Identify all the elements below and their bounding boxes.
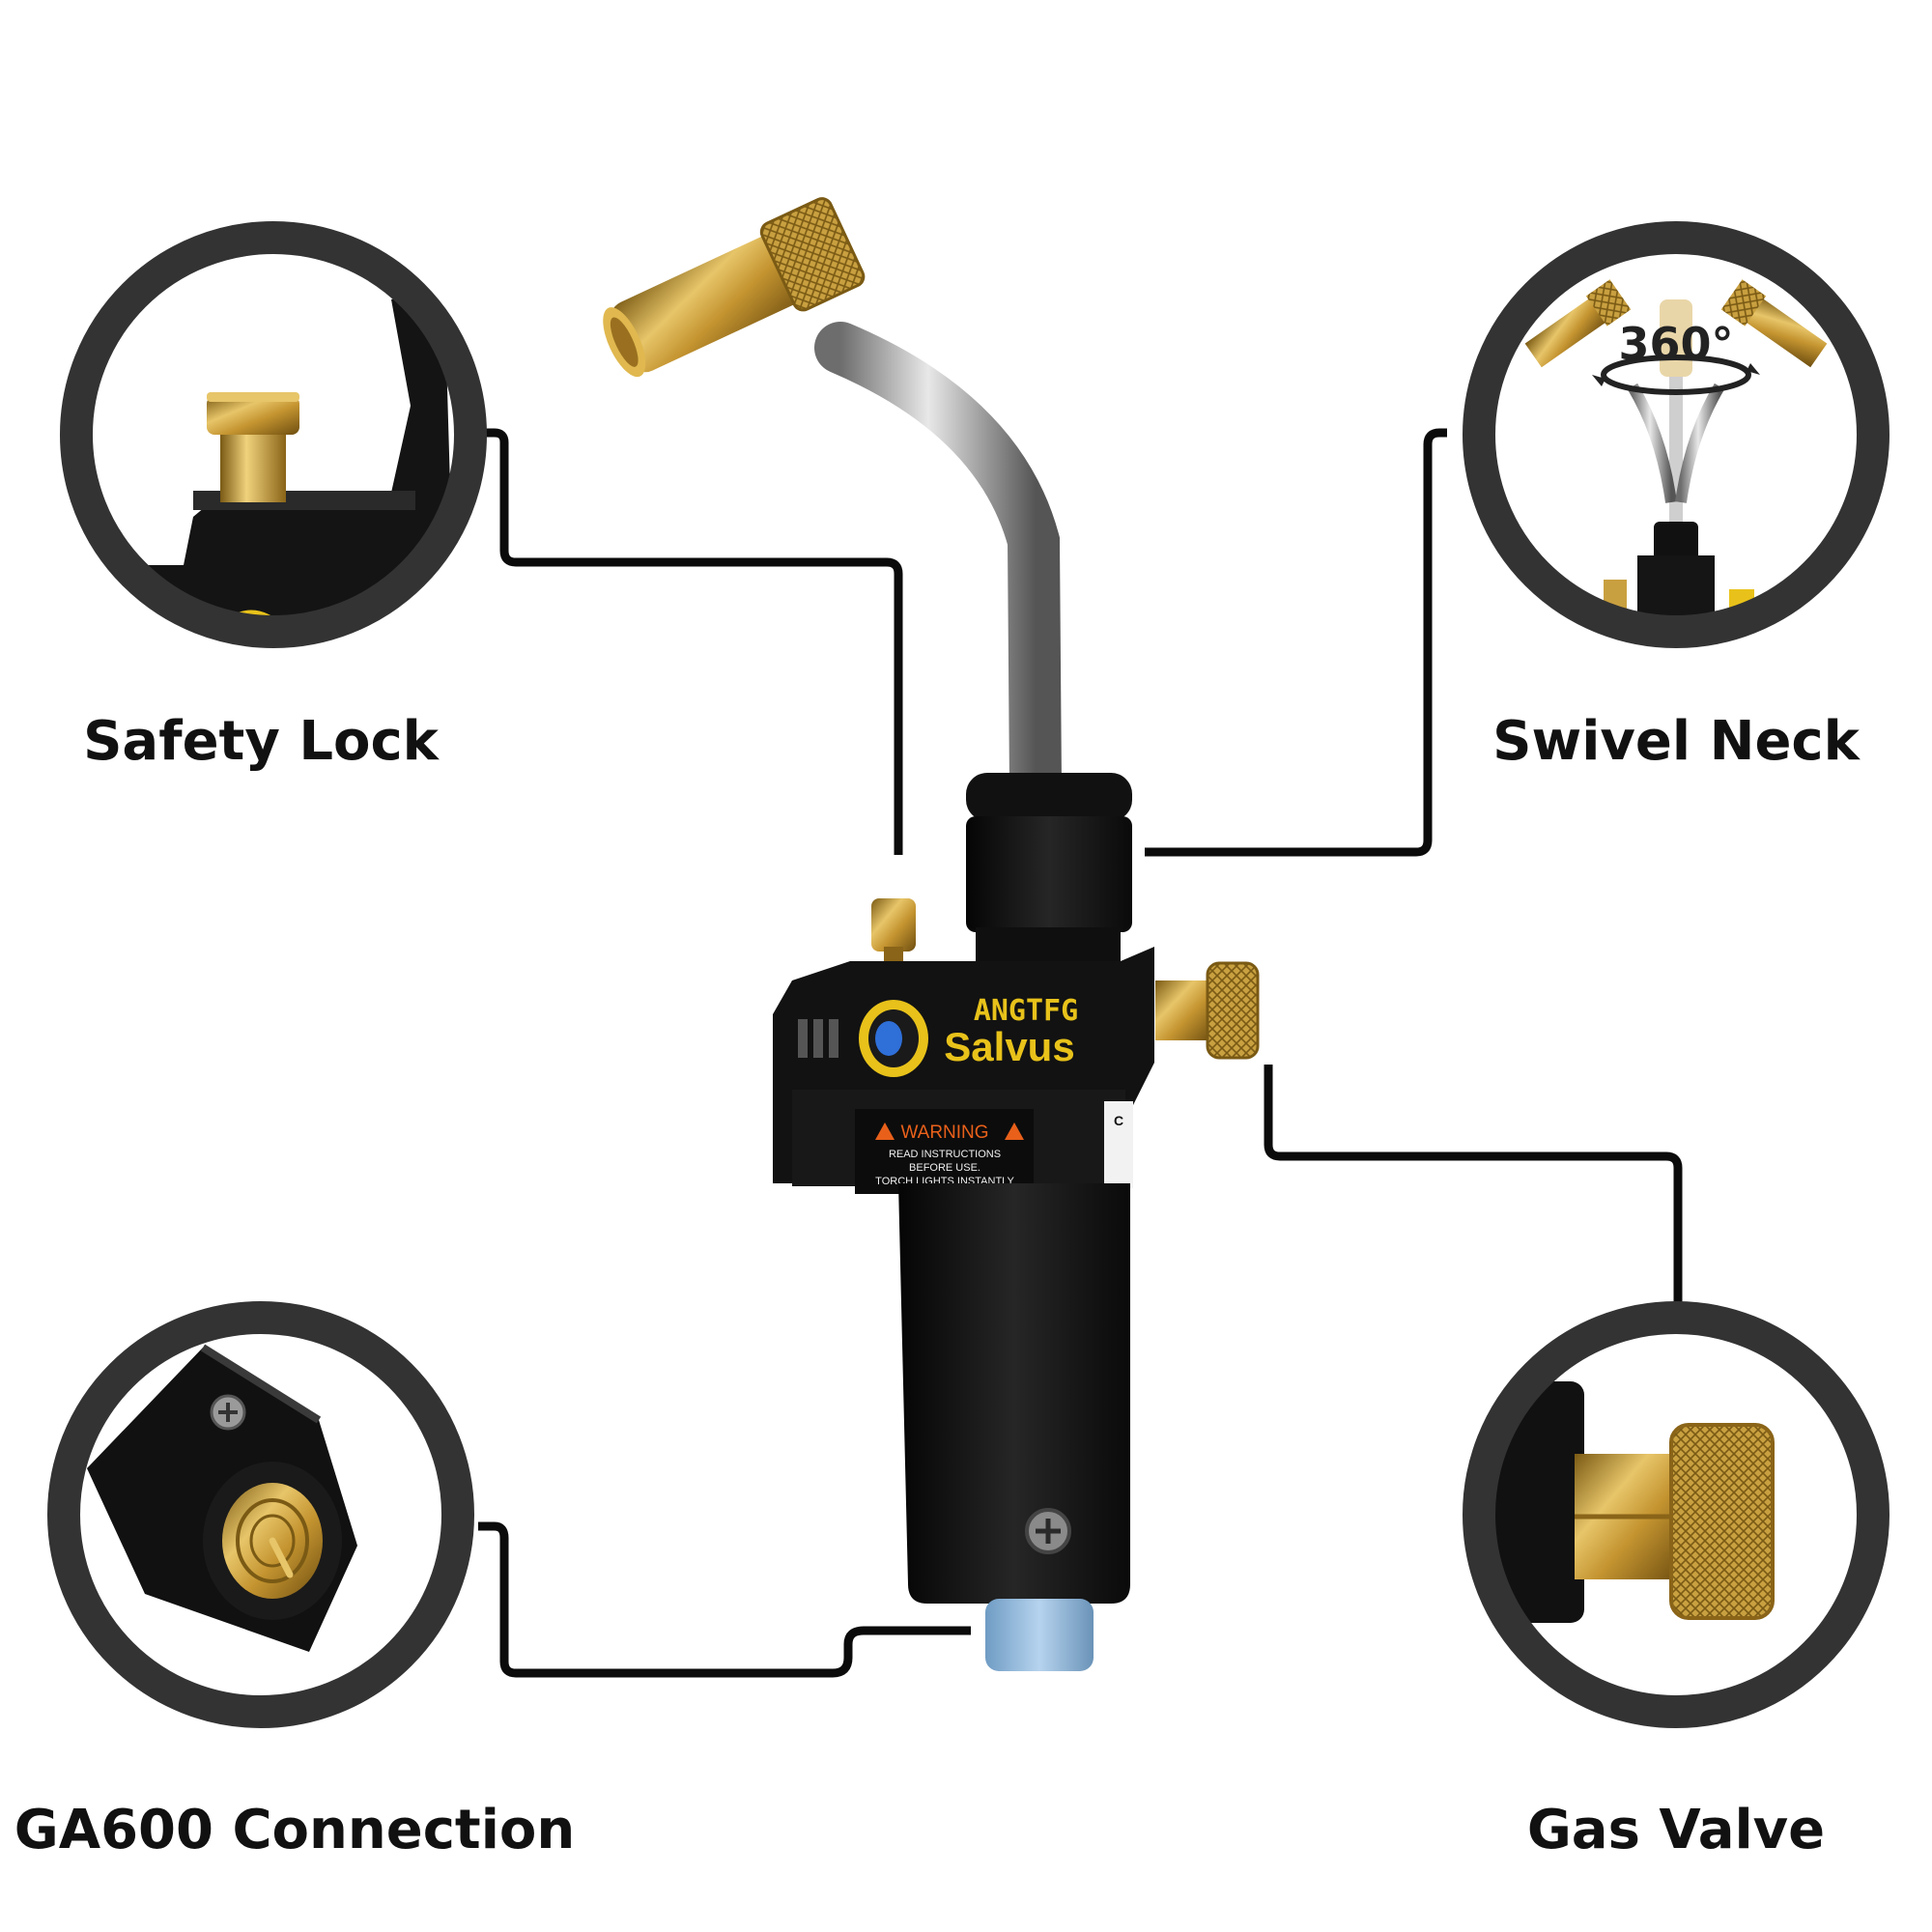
callout-ga600-connection bbox=[47, 1301, 474, 1728]
label-gas-valve: Gas Valve bbox=[1526, 1799, 1826, 1861]
label-safety-lock: Safety Lock bbox=[83, 710, 439, 773]
callout-gas-valve bbox=[1463, 1301, 1889, 1728]
connector-safety-lock bbox=[478, 428, 903, 855]
gas-valve-knob[interactable] bbox=[1208, 963, 1258, 1058]
ga600-connector bbox=[985, 1599, 1094, 1671]
model-label: ANGTFG bbox=[974, 994, 1078, 1028]
swivel-degree-badge: 360° bbox=[1618, 318, 1733, 370]
warning-title: WARNING bbox=[900, 1122, 988, 1143]
label-swivel-neck: Swivel Neck bbox=[1492, 710, 1860, 773]
torch-nozzle bbox=[603, 197, 866, 378]
warning-plate: WARNING READ INSTRUCTIONS BEFORE USE. TO… bbox=[855, 1109, 1034, 1194]
connector-gas-valve bbox=[1264, 1065, 1683, 1306]
callout-ring bbox=[60, 221, 487, 648]
callout-swivel-neck: 360° bbox=[1463, 221, 1889, 648]
label-ga600-connection: GA600 Connection bbox=[14, 1799, 576, 1861]
torch-handle bbox=[898, 1183, 1130, 1604]
connector-swivel-neck bbox=[1145, 428, 1447, 857]
callout-ring bbox=[1463, 221, 1889, 648]
brand-label: Salvus bbox=[944, 1024, 1074, 1069]
connector-lines bbox=[478, 428, 1683, 1678]
side-sticker-label: C bbox=[1114, 1113, 1123, 1128]
warning-line-1: READ INSTRUCTIONS bbox=[889, 1149, 1001, 1160]
safety-lock-knob[interactable] bbox=[871, 898, 916, 952]
callout-safety-lock bbox=[60, 221, 487, 648]
connector-ga600 bbox=[478, 1521, 971, 1678]
torch-neck bbox=[814, 322, 1062, 813]
warning-line-2: BEFORE USE. bbox=[909, 1162, 980, 1174]
callout-ring bbox=[47, 1301, 474, 1728]
callout-ring bbox=[1463, 1301, 1889, 1728]
torch-product: ANGTFG Salvus WARNING READ INSTRUCTIONS … bbox=[603, 197, 1260, 1671]
logo-badge bbox=[798, 1000, 928, 1077]
